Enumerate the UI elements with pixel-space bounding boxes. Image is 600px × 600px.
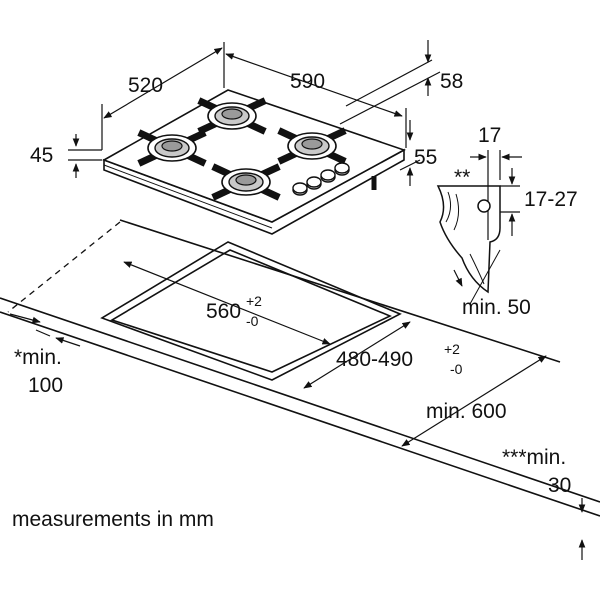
cutout-width-tol-minus: -0 [246,313,259,329]
cutout-width-tol-plus: +2 [246,293,262,309]
dim-line-min50b [469,249,501,305]
label-note-marker: ** [454,166,470,189]
label-min-side: min. 600 [426,400,507,423]
label-hob-width: 590 [290,70,325,93]
worktop [0,219,600,517]
label-hob-height: 45 [30,144,53,167]
control-knobs [292,162,350,196]
label-cutout-width: 560 [206,300,241,323]
cutout-depth-tol-plus: +2 [444,341,460,357]
control-knob-icon [292,182,308,196]
dim-line-min600 [401,355,547,447]
label-min-back: min. 50 [462,296,531,319]
caption: measurements in mm [12,508,214,531]
worktop-profile-detail [436,185,501,294]
gas-burner-icon [277,127,347,165]
label-worktop-gap: 17 [478,124,501,147]
worktop-profile-hatch [445,191,485,285]
label-min-left-line1: *min. [14,346,62,369]
label-front-offset: 55 [414,146,437,169]
label-cutout-depth: 480-490 [336,348,413,371]
dim-line-480-490 [303,321,411,389]
labels: 520 590 58 45 55 ** 17 17-27 560 +2 -0 4… [12,70,578,531]
cutout-depth-tol-minus: -0 [450,361,463,377]
control-knob-icon [320,169,336,183]
cutout-width-value: 560 [206,300,241,323]
dim-line-min50a [453,269,463,287]
gas-burner-icon [211,163,281,201]
control-knob-icon [306,176,322,190]
label-hob-depth: 520 [128,74,163,97]
worktop-top-front-edge [0,297,600,503]
worktop-back-edge [119,219,561,363]
seal-icon [477,199,491,213]
label-worktop-thickness: 17-27 [524,188,578,211]
label-min-left-line2: 100 [28,374,63,397]
ext-line-min100 [35,329,51,337]
label-back-offset: 58 [440,70,463,93]
gas-burner-icon [197,97,267,135]
dim-line-58-top [345,59,433,107]
dim-line-min100a [9,313,41,324]
dim-line-590 [225,53,403,117]
control-knob-icon [334,162,350,176]
ext-line-55 [399,159,421,171]
label-min-front-line2: 30 [548,474,571,497]
worktop-profile [436,185,501,294]
dim-line-min100b [55,337,81,347]
dimension-lines [9,40,586,560]
dim-line-58-base [339,71,441,125]
worktop-back-dashed [7,221,121,313]
dim-line-560 [123,261,331,345]
worktop-bottom-front-edge [0,311,600,517]
dim-line-520 [103,47,223,119]
label-min-front-line1: ***min. [502,446,566,469]
gas-burner-icon [137,129,207,167]
hob-front-edge [103,164,273,229]
